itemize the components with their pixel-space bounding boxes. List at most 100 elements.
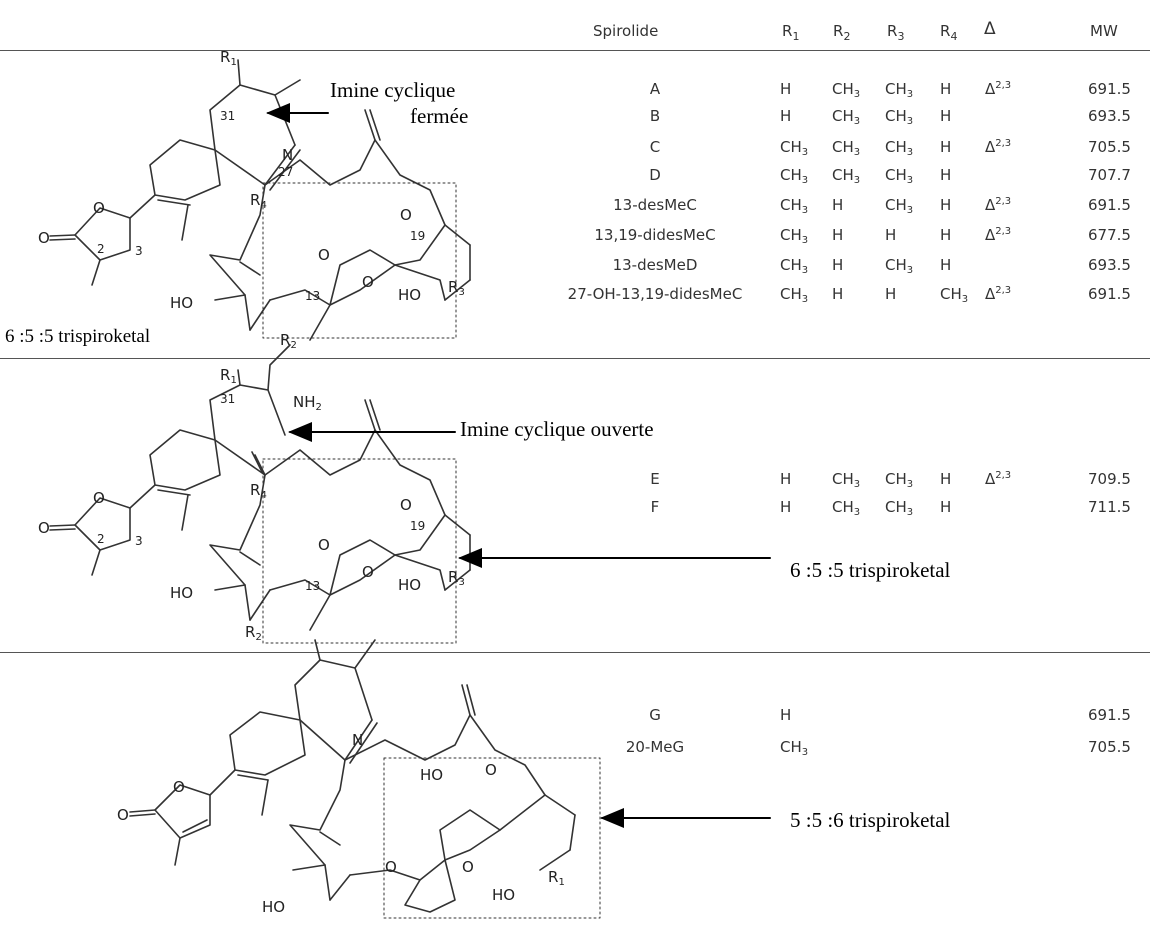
atom-o-lactone-3: O [173,778,185,796]
group1-row-0-r4: H [940,80,952,98]
label-r1-s2: R1 [220,366,237,386]
locant-27-s1: 27 [278,165,293,179]
group1-row-3-mw: 707.7 [1088,166,1131,184]
group1-row-7-mw: 691.5 [1088,285,1131,303]
group2-row-0-delta: Δ2,3 [985,470,1012,488]
label-trispiroketal-556: 5 :5 :6 trispiroketal [790,808,951,832]
group2-row-0-r4: H [940,470,952,488]
rule-top [0,50,1150,51]
atom-o-s3a: O [485,761,497,779]
group1-row-1-r3: CH3 [885,107,914,127]
group1-row-1-r4: H [940,107,952,125]
group3-row-1-name: 20-MeG [625,738,685,756]
locant-2-2: 2 [97,532,105,546]
structure-open-imine [49,344,771,644]
label-imine-closed-2: fermée [410,104,469,128]
group1-row-3-r2: CH3 [832,166,861,186]
label-r4-s2: R4 [250,481,267,501]
group2-row-0-r3: CH3 [885,470,914,490]
label-ho-s3b: HO [492,886,515,904]
structure-g-series [129,639,771,919]
atom-o-s2b: O [318,536,330,554]
atom-o-carbonyl-2: O [38,519,50,537]
group1-row-7-r4: CH3 [940,285,969,305]
locant-13-s1: 13 [305,289,320,303]
label-trispiroketal-655-mid: 6 :5 :5 trispiroketal [790,558,951,582]
header-r1: R1 [782,22,800,43]
group1-row-4-r2: H [832,196,844,214]
group1-row-5-r2: H [832,226,844,244]
group1-row-3-name: D [649,166,661,184]
label-imine-open: Imine cyclique ouverte [460,417,654,441]
label-r1-s3: R1 [548,868,565,888]
group1-row-6-r4: H [940,256,952,274]
group1-row-2-r2: CH3 [832,138,861,158]
header-mw: MW [1090,22,1118,40]
label-nh2: NH2 [293,393,322,413]
group1-row-4-r1: CH3 [780,196,809,216]
group1-row-7-r2: H [832,285,844,303]
group2-row-0-name: E [650,470,660,488]
group3-row-0-mw: 691.5 [1088,706,1131,724]
header-r4: R4 [940,22,958,43]
group1-row-3-r1: CH3 [780,166,809,186]
group1-row-7-delta: Δ2,3 [985,285,1012,303]
group1-row-6-r2: H [832,256,844,274]
group2-row-1-name: F [650,498,660,516]
group1-row-6-r1: CH3 [780,256,809,276]
label-r2-s1: R2 [280,331,297,351]
group1-row-4-r4: H [940,196,952,214]
group2-row-1-r2: CH3 [832,498,861,518]
group1-row-2-mw: 705.5 [1088,138,1131,156]
group1-row-0-r1: H [780,80,792,98]
group1-row-6-r3: CH3 [885,256,914,276]
atom-o-lactone-1: O [93,199,105,217]
label-ho-s3c: HO [420,766,443,784]
group3-row-1-r1: CH3 [780,738,809,758]
group1-row-5-delta: Δ2,3 [985,226,1012,244]
group1-row-6-name: 13-desMeD [612,256,698,274]
group1-row-4-name: 13-desMeC [613,196,697,214]
atom-o-s1a: O [400,206,412,224]
label-r1-s1: R1 [220,48,237,68]
atom-o-s2c: O [362,563,374,581]
structure-closed-imine [49,59,471,341]
header-r3: R3 [887,22,905,43]
locant-3-1: 3 [135,244,143,258]
group1-row-2-r4: H [940,138,952,156]
label-r4-s1: R4 [250,191,267,211]
group1-row-5-mw: 677.5 [1088,226,1131,244]
header-spirolide: Spirolide [593,22,659,40]
group1-row-7-r1: CH3 [780,285,809,305]
group2-row-0-mw: 709.5 [1088,470,1131,488]
label-ho-s1a: HO [170,294,193,312]
group2-row-0-r2: CH3 [832,470,861,490]
group1-row-2-r1: CH3 [780,138,809,158]
atom-o-s3c: O [462,858,474,876]
group1-row-5-r3: H [885,226,897,244]
group1-row-7-r3: H [885,285,897,303]
group1-row-0-r2: CH3 [832,80,861,100]
group1-row-1-mw: 693.5 [1088,107,1131,125]
header-delta: Δ [984,19,996,39]
atom-n-imine-g: N [352,731,363,749]
locant-31-s1: 31 [220,109,235,123]
atom-o-s3b: O [385,858,397,876]
header-r2: R2 [833,22,851,43]
group1-row-0-delta: Δ2,3 [985,80,1012,98]
atom-o-carbonyl-3: O [117,806,129,824]
group2-row-1-r1: H [780,498,792,516]
group1-row-2-delta: Δ2,3 [985,138,1012,156]
atom-o-s1b: O [318,246,330,264]
atom-o-carbonyl-1: O [38,229,50,247]
group2-row-1-r3: CH3 [885,498,914,518]
locant-13-s2: 13 [305,579,320,593]
label-trispiroketal-655-left: 6 :5 :5 trispiroketal [5,326,151,347]
group1-row-4-mw: 691.5 [1088,196,1131,214]
label-r3-s2: R3 [448,568,465,588]
label-ho-s2a: HO [170,584,193,602]
rule-mid1 [0,358,1150,359]
atom-o-s2a: O [400,496,412,514]
